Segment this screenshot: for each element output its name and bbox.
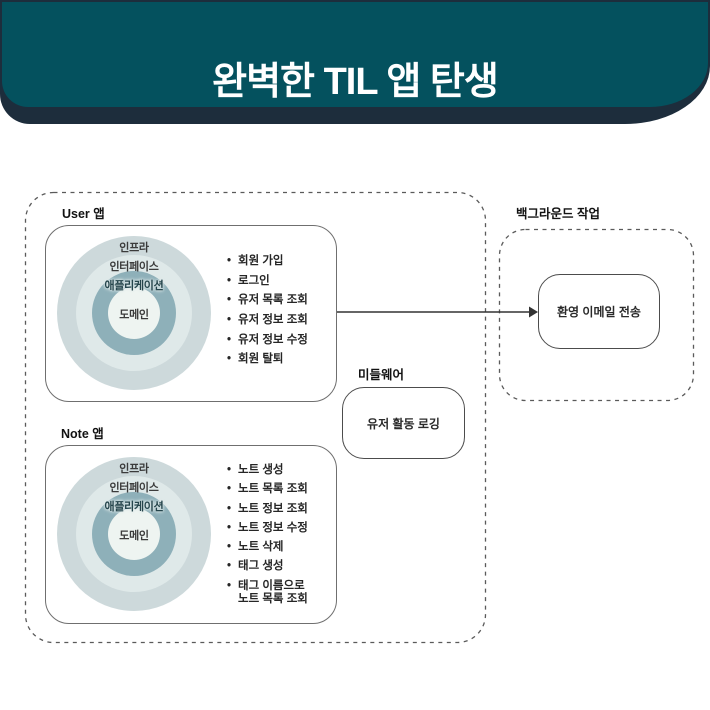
welcome-email-box: 환영 이메일 전송 [538,274,660,349]
note-ring-label-domain: 도메인 [119,530,149,542]
middleware-box: 유저 활동 로깅 [342,387,465,459]
feature-text: 유저 정보 조회 [238,314,308,327]
flow-arrow-head-icon [529,306,538,318]
note-ring-label-application: 애플리케이션 [104,501,164,513]
user-app-feature-list: 회원 가입 로그인 유저 목록 조회 유저 정보 조회 유저 정보 수정 회원 … [227,255,308,373]
user-app-onion-diagram: 인프라 인터페이스 애플리케이션 도메인 [57,236,211,390]
list-item: 노트 생성 [227,464,308,477]
list-item: 유저 목록 조회 [227,294,308,307]
list-item: 노트 정보 수정 [227,522,308,535]
note-app-label: Note 앱 [61,427,104,441]
feature-text: 노트 정보 조회 [238,502,308,515]
feature-text: 노트 목록 조회 [238,483,308,496]
list-item: 로그인 [227,275,308,288]
feature-text: 회원 탈퇴 [238,353,284,366]
background-jobs-label: 백그라운드 작업 [516,207,600,221]
note-app-feature-list: 노트 생성 노트 목록 조회 노트 정보 조회 노트 정보 수정 노트 삭제 태… [227,464,308,612]
note-ring-label-interface: 인터페이스 [109,482,159,494]
feature-text: 유저 목록 조회 [238,294,308,307]
feature-text: 태그 생성 [238,560,284,573]
user-ring-domain [108,287,160,339]
middleware-label: 미들웨어 [358,368,405,382]
feature-text: 노트 삭제 [238,541,284,554]
list-item: 유저 정보 조회 [227,314,308,327]
middleware-box-label: 유저 활동 로깅 [367,416,440,431]
user-ring-label-interface: 인터페이스 [109,261,159,273]
feature-text: 노트 생성 [238,464,284,476]
user-ring-label-infra: 인프라 [119,242,149,254]
list-item: 태그 생성 [227,560,308,573]
note-ring-domain [108,508,160,560]
user-ring-label-application: 애플리케이션 [104,280,164,292]
header-banner [2,1,708,107]
feature-text: 유저 정보 수정 [238,333,308,346]
list-item: 노트 삭제 [227,541,308,554]
list-item: 노트 목록 조회 [227,483,308,496]
list-item: 노트 정보 조회 [227,503,308,516]
note-app-onion-diagram: 인프라 인터페이스 애플리케이션 도메인 [57,457,211,611]
user-ring-label-domain: 도메인 [119,309,149,321]
list-item: 유저 정보 수정 [227,334,308,347]
user-app-label: User 앱 [62,207,105,221]
list-item: 회원 가입 [227,255,308,268]
feature-text: 회원 가입 [238,255,284,267]
welcome-email-box-label: 환영 이메일 전송 [557,305,641,319]
list-item: 태그 이름으로 노트 목록 조회 [227,580,308,606]
feature-text: 로그인 [238,274,270,287]
note-ring-label-infra: 인프라 [119,463,149,475]
feature-text: 태그 이름으로 노트 목록 조회 [238,579,308,605]
list-item: 회원 탈퇴 [227,353,308,366]
feature-text: 노트 정보 수정 [238,521,308,534]
page-title: 완벽한 TIL 앱 탄생 [212,61,499,104]
